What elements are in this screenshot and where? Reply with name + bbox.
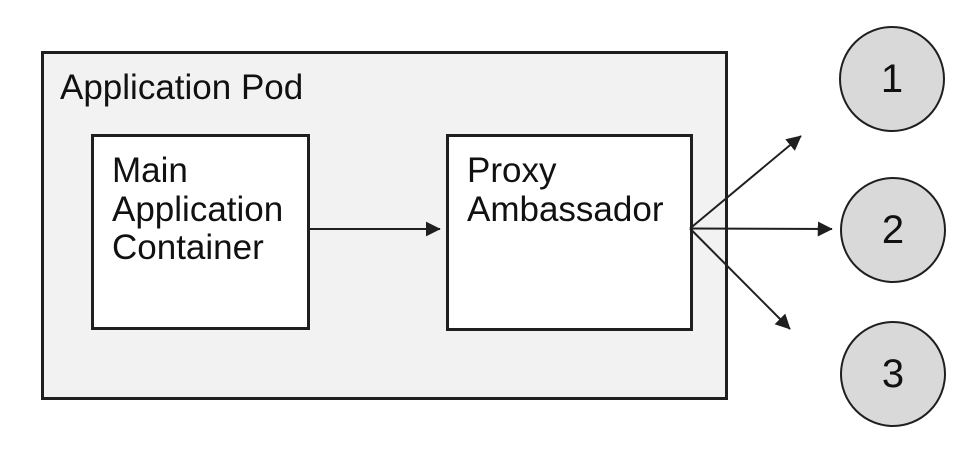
endpoint-circle-2-label: 2	[881, 207, 905, 252]
node-main-application-container: Main Application Container	[91, 134, 310, 330]
endpoint-circle-1: 1	[839, 26, 945, 132]
endpoint-circle-2: 2	[840, 177, 946, 283]
endpoint-circle-3-label: 3	[881, 351, 905, 396]
node-main-application-container-label: Main Application Container	[112, 151, 284, 267]
node-proxy-ambassador: Proxy Ambassador	[446, 134, 693, 331]
application-pod-label: Application Pod	[60, 68, 304, 107]
application-pod-group: Application Pod Main Application Contain…	[41, 51, 728, 400]
endpoint-circle-3: 3	[840, 321, 946, 427]
node-proxy-ambassador-label: Proxy Ambassador	[467, 151, 664, 229]
endpoint-circle-1-label: 1	[880, 56, 904, 101]
